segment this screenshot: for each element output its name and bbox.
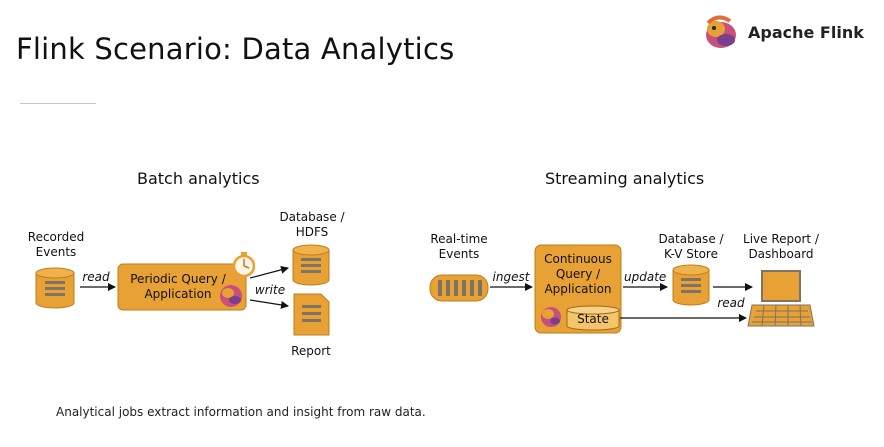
db-arrow xyxy=(249,265,289,279)
write-arrow xyxy=(249,299,289,309)
live-report-label: Live Report / Dashboard xyxy=(743,232,819,261)
periodic-query-box xyxy=(117,263,247,311)
recorded-events-label: Recorded Events xyxy=(27,230,85,259)
ingest-label: ingest xyxy=(492,270,530,284)
event-stream-icon xyxy=(429,274,489,302)
streaming-heading: Streaming analytics xyxy=(545,169,705,188)
read-label-streaming: read xyxy=(717,296,745,310)
stopwatch-icon xyxy=(232,252,256,278)
continuous-query-label: Continuous Query / Application xyxy=(544,252,612,296)
write-label: write xyxy=(254,283,286,297)
real-time-events-label: Real-time Events xyxy=(430,232,488,261)
recorded-events-db-icon xyxy=(35,267,75,309)
squirrel-icon xyxy=(541,307,561,327)
brand-name: Apache Flink xyxy=(748,22,864,42)
brand-logo: Apache Flink xyxy=(702,12,864,52)
batch-heading: Batch analytics xyxy=(137,169,260,188)
kv-store-label: Database / K-V Store xyxy=(658,232,724,261)
update-label: update xyxy=(624,270,667,284)
squirrel-logo-icon xyxy=(706,15,736,48)
read-label: read xyxy=(82,270,110,284)
periodic-query-label: Periodic Query / Application xyxy=(130,272,226,301)
kv-store-db-icon xyxy=(672,264,710,306)
report-document-icon xyxy=(293,293,330,336)
title-divider xyxy=(20,103,96,104)
report-label: Report xyxy=(291,344,331,358)
squirrel-icon xyxy=(220,285,242,307)
hdfs-db-icon xyxy=(292,244,330,286)
laptop-dashboard-icon xyxy=(747,270,815,327)
state-store-icon xyxy=(566,305,620,331)
slide-caption: Analytical jobs extract information and … xyxy=(56,405,426,419)
state-label: State xyxy=(577,312,609,326)
page-title: Flink Scenario: Data Analytics xyxy=(16,32,455,66)
hdfs-label: Database / HDFS xyxy=(279,210,345,239)
